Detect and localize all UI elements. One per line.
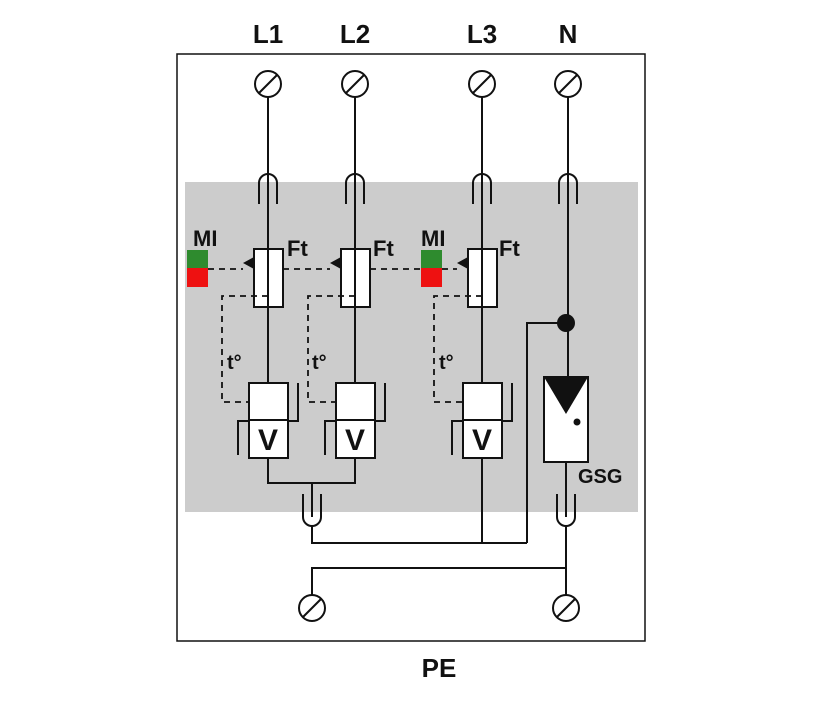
plug-contact-l3 bbox=[472, 173, 492, 204]
terminal-n bbox=[554, 70, 582, 98]
terminal-pe-right bbox=[552, 594, 580, 622]
plug-contact-l1 bbox=[258, 173, 278, 204]
mi-label-1: MI bbox=[193, 226, 217, 251]
thermal-label-1: t° bbox=[227, 352, 242, 374]
terminal-l2 bbox=[341, 70, 369, 98]
thermal-link-3 bbox=[433, 295, 482, 403]
terminal-l1 bbox=[254, 70, 282, 98]
label-l2: L2 bbox=[340, 19, 370, 49]
indicator-red-1 bbox=[187, 268, 208, 287]
label-n: N bbox=[559, 19, 578, 49]
thermal-label-2: t° bbox=[312, 352, 327, 374]
varistor-l1: V bbox=[237, 382, 299, 459]
ft-label-2: Ft bbox=[373, 236, 394, 261]
fuse-l1 bbox=[253, 248, 284, 308]
fuse-l2 bbox=[340, 248, 371, 308]
label-l1: L1 bbox=[253, 19, 283, 49]
trip-arrow-1 bbox=[243, 257, 254, 269]
mi-label-3: MI bbox=[421, 226, 445, 251]
plug-contact-n bbox=[558, 173, 578, 204]
wire-pe-bus bbox=[311, 567, 566, 595]
varistor-label-3: V bbox=[472, 424, 492, 457]
terminal-pe-left bbox=[298, 594, 326, 622]
varistor-label-1: V bbox=[258, 424, 278, 457]
label-pe: PE bbox=[422, 653, 457, 683]
trip-arrow-2 bbox=[330, 257, 341, 269]
thermal-link-2 bbox=[307, 295, 355, 403]
fuse-l3 bbox=[467, 248, 498, 308]
varistor-label-2: V bbox=[345, 424, 365, 457]
plug-contact-l2 bbox=[345, 173, 365, 204]
varistor-l3: V bbox=[451, 382, 513, 459]
spark-gap-gsg bbox=[543, 376, 589, 463]
wire-pe-collector bbox=[311, 526, 527, 544]
indicator-green-3 bbox=[421, 250, 442, 268]
terminal-l3 bbox=[468, 70, 496, 98]
label-l3: L3 bbox=[467, 19, 497, 49]
indicator-green-1 bbox=[187, 250, 208, 268]
ft-label-1: Ft bbox=[287, 236, 308, 261]
indicator-red-3 bbox=[421, 268, 442, 287]
trip-arrow-3 bbox=[457, 257, 468, 269]
thermal-label-3: t° bbox=[439, 352, 454, 374]
housing-outline bbox=[176, 53, 646, 642]
ft-label-3: Ft bbox=[499, 236, 520, 261]
gsg-label: GSG bbox=[578, 466, 622, 488]
wire-junction-branch bbox=[526, 322, 566, 543]
thermal-link-1 bbox=[221, 295, 268, 403]
